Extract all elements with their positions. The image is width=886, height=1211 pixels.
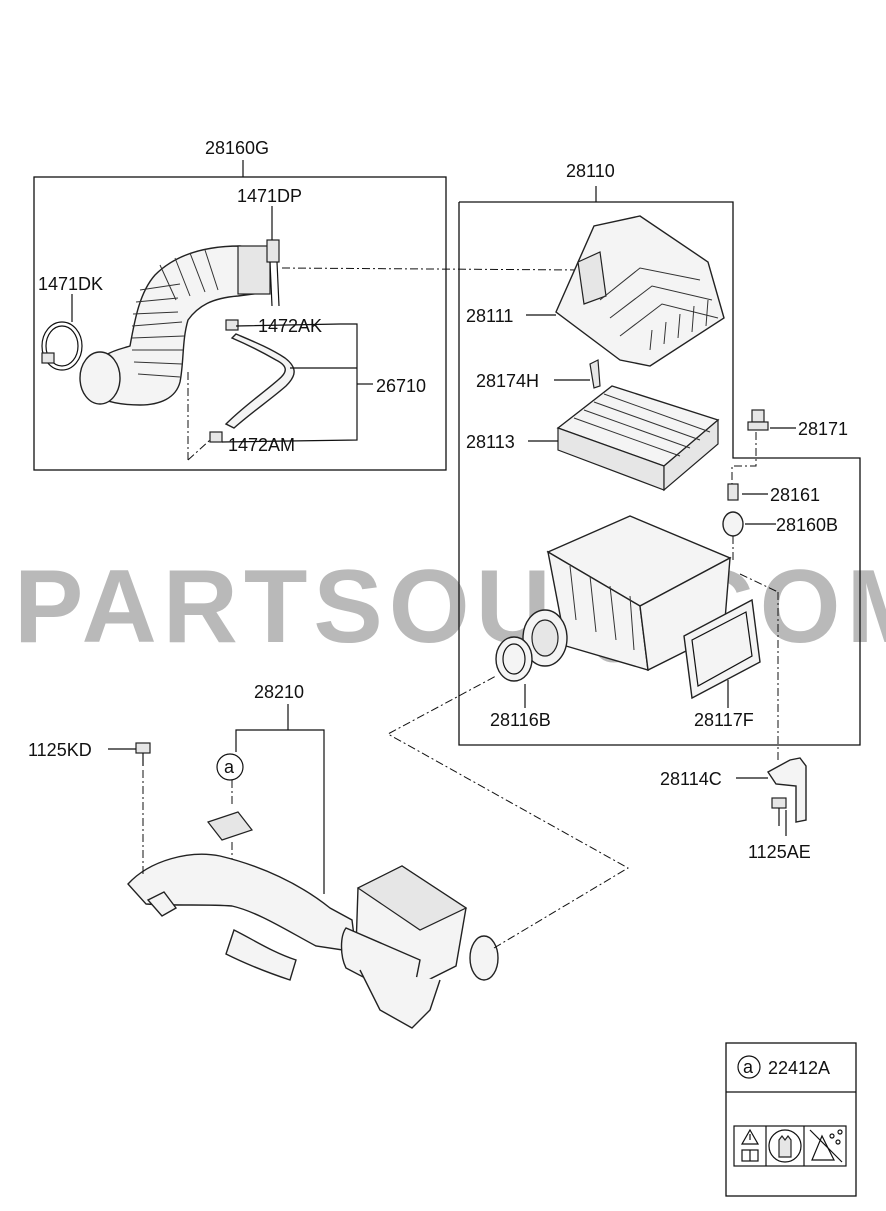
- callout-marker: a: [224, 757, 235, 777]
- clip-28174H-drawing: [589, 359, 601, 389]
- clamp-1471DP-drawing: [266, 239, 280, 307]
- bracket-28114C-drawing: [766, 757, 807, 823]
- bolt-1125AE-drawing: [771, 797, 787, 826]
- label-sticker-drawing: [207, 811, 253, 841]
- part-label-26710[interactable]: 26710: [376, 376, 426, 396]
- book-icon: [741, 1149, 759, 1162]
- hand-icon: [768, 1129, 802, 1163]
- part-label-1472AM[interactable]: 1472AM: [228, 435, 295, 455]
- part-label-28171[interactable]: 28171: [798, 419, 848, 439]
- connection-line: [386, 675, 629, 949]
- seal-28116B-drawing: [495, 636, 533, 682]
- legend-marker: a: [743, 1057, 754, 1077]
- part-label-28110[interactable]: 28110: [566, 161, 615, 181]
- intake-duct-drawing: [127, 853, 499, 1029]
- warning-triangle-icon: [740, 1128, 760, 1145]
- part-label-28113[interactable]: 28113: [466, 432, 515, 452]
- part-label-1471DP[interactable]: 1471DP: [237, 186, 302, 206]
- bolt-1125KD-drawing: [135, 742, 151, 766]
- no-spray-icon: [809, 1129, 843, 1163]
- group-28110: 28110 28111 28174H 28113 28171: [458, 161, 861, 760]
- part-label-1472AK[interactable]: 1472AK: [258, 316, 322, 336]
- air-filter-drawing: [556, 385, 720, 492]
- air-cleaner-body-drawing: [522, 515, 732, 672]
- part-label-1471DK[interactable]: 1471DK: [38, 274, 103, 294]
- insulator-28161-drawing: [727, 483, 739, 501]
- part-label-1125AE[interactable]: 1125AE: [748, 842, 811, 862]
- callout-a: a: [216, 753, 244, 781]
- legend-part-number[interactable]: 22412A: [768, 1058, 830, 1078]
- part-label-28111[interactable]: 28111: [466, 306, 513, 326]
- bolt-28171-drawing: [747, 409, 769, 431]
- legend-box: a 22412A: [725, 1042, 857, 1197]
- gasket-28117F-drawing: [683, 598, 761, 700]
- air-cleaner-cover-drawing: [555, 215, 725, 367]
- part-label-28160G[interactable]: 28160G: [205, 138, 269, 158]
- intake-hose-drawing: [79, 245, 271, 406]
- part-label-28210[interactable]: 28210: [254, 682, 304, 702]
- group-28160G: 28160G 1471DK 1471DP: [33, 138, 583, 471]
- grommet-28160B-drawing: [722, 511, 744, 537]
- breather-hose-drawing: [209, 319, 295, 443]
- group-28210: 28210 a 1125KD: [28, 682, 499, 1029]
- part-label-28160B[interactable]: 28160B: [776, 515, 838, 535]
- part-label-28161[interactable]: 28161: [770, 485, 820, 505]
- part-label-28114C[interactable]: 28114C: [660, 769, 722, 789]
- part-label-28117F[interactable]: 28117F: [694, 710, 754, 730]
- part-label-28116B[interactable]: 28116B: [490, 710, 551, 730]
- part-label-1125KD[interactable]: 1125KD: [28, 740, 92, 760]
- part-label-28174H[interactable]: 28174H: [476, 371, 539, 391]
- hose-clamp-drawing: [41, 321, 83, 371]
